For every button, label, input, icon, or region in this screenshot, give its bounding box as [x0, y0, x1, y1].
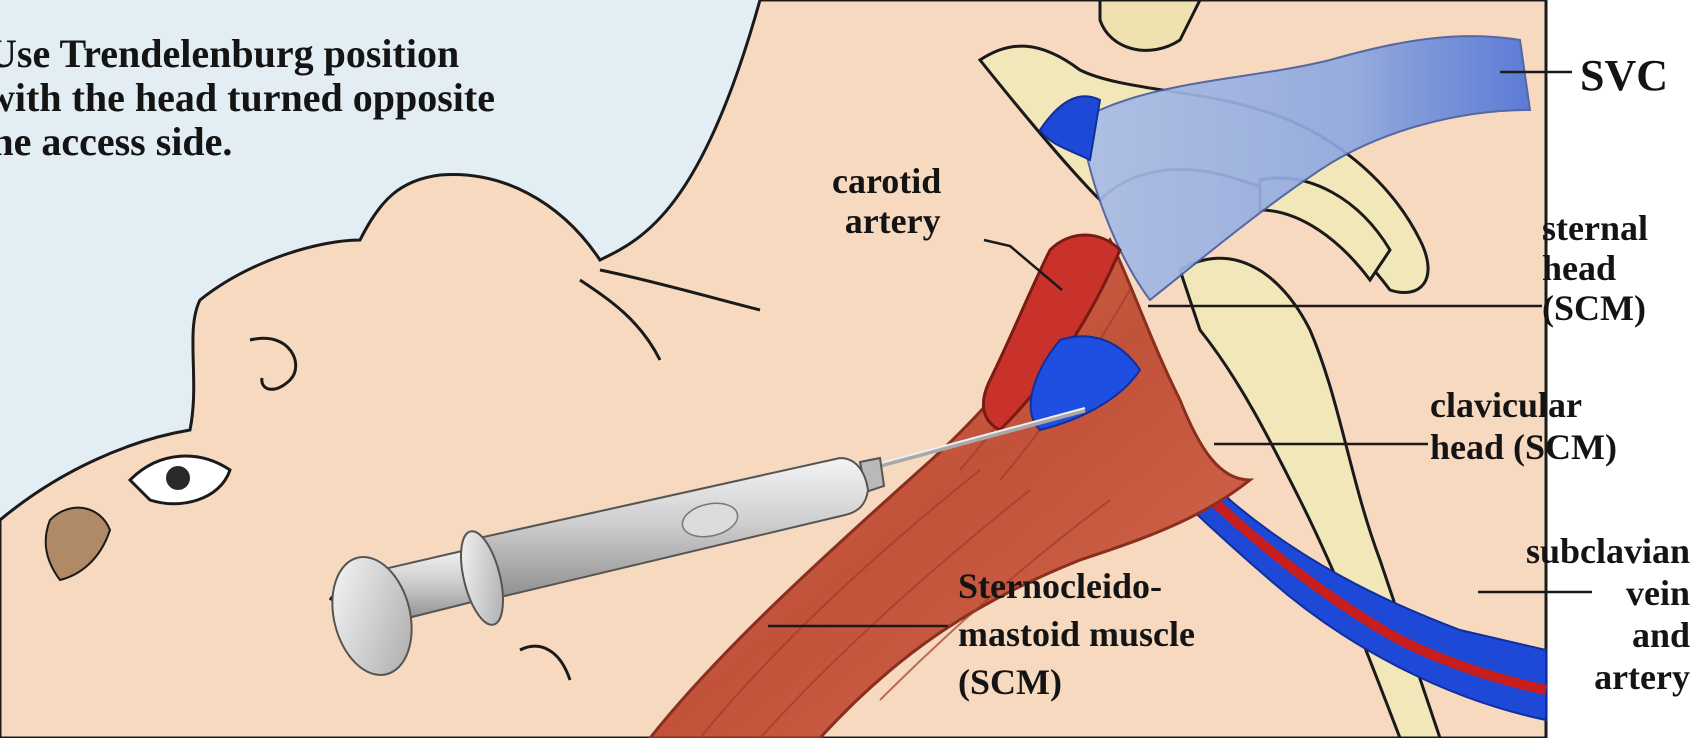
label-sternal-line-1: sternal [1542, 208, 1648, 248]
label-clavicular-line-2: head (SCM) [1430, 426, 1617, 468]
label-sternal-line-2: head [1542, 248, 1648, 288]
label-clavicular-head: clavicular head (SCM) [1430, 384, 1617, 468]
label-subclavian-line-2: vein [1458, 572, 1690, 614]
label-carotid: carotid artery [832, 162, 941, 241]
label-scm: Sternocleido- mastoid muscle (SCM) [958, 562, 1195, 706]
label-scm-line-1: Sternocleido- [958, 562, 1195, 610]
label-svc: SVC [1580, 52, 1668, 100]
label-subclavian-line-4: artery [1458, 656, 1690, 698]
label-subclavian-line-1: subclavian [1458, 530, 1690, 572]
label-scm-line-2: mastoid muscle [958, 610, 1195, 658]
label-sternal-line-3: (SCM) [1542, 288, 1648, 328]
label-subclavian: subclavian vein and artery [1458, 530, 1690, 698]
instruction-line-2: with the head turned opposite [0, 76, 495, 120]
instruction-line-3: the access side. [0, 120, 495, 164]
instruction-line-1: Use Trendelenburg position [0, 32, 495, 76]
eye-iris [166, 466, 190, 490]
instruction-text: Use Trendelenburg position with the head… [0, 32, 495, 164]
label-clavicular-line-1: clavicular [1430, 384, 1617, 426]
label-sternal-head: sternal head (SCM) [1542, 208, 1648, 328]
label-scm-line-3: (SCM) [958, 658, 1195, 706]
label-carotid-line-1: carotid [832, 162, 941, 202]
label-carotid-line-2: artery [844, 202, 941, 242]
label-subclavian-line-3: and [1458, 614, 1690, 656]
